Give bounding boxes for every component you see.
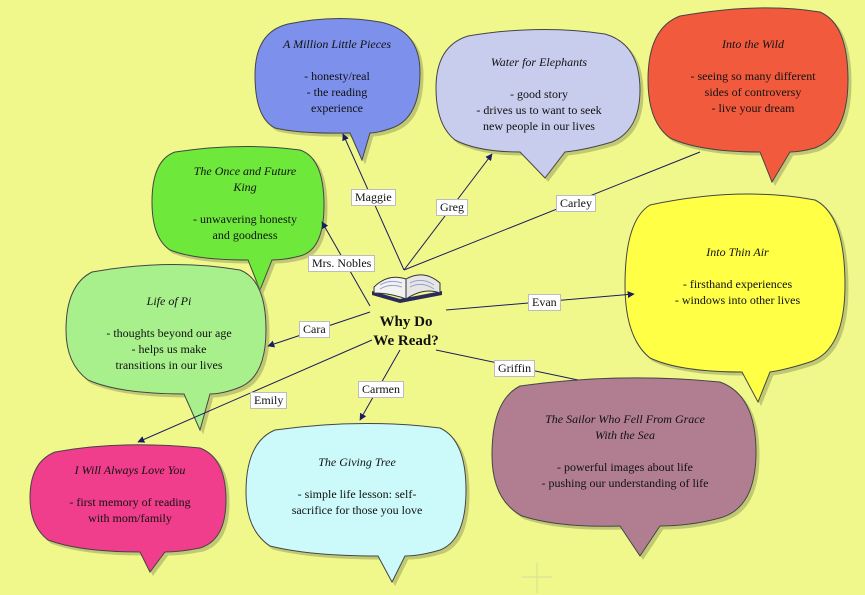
book-title: The Sailor Who Fell From Grace: [545, 412, 705, 426]
bubble-text-million: A Million Little Pieces - honesty/real -…: [262, 36, 412, 116]
center-title-line: We Read?: [373, 333, 439, 349]
reason-line: with mom/family: [88, 511, 172, 525]
book-title: A Million Little Pieces: [282, 37, 392, 51]
bubble-text-wild: Into the Wild - seeing so many different…: [658, 36, 848, 116]
reason-line: transitions in our lives: [115, 358, 223, 372]
reason-line: - seeing so many different: [690, 69, 816, 83]
book-title: Life of Pi: [146, 294, 192, 308]
reason-line: - windows into other lives: [674, 293, 801, 307]
book-title: The Once and Future: [193, 164, 297, 178]
bubble-text-sailor: The Sailor Who Fell From Grace With the …: [500, 411, 750, 491]
reason-line: sacrifice for those you love: [291, 503, 423, 517]
bubble-into-thin-air: [624, 193, 846, 404]
reason-line: experience: [311, 101, 363, 115]
book-title: Into the Wild: [722, 37, 784, 51]
book-title: With the Sea: [595, 428, 655, 442]
label-carley: Carley: [556, 195, 596, 212]
bubble-text-tree: The Giving Tree - simple life lesson: se…: [262, 454, 452, 518]
bubble-text-love: I Will Always Love You - first memory of…: [40, 462, 220, 526]
reason-line: sides of controversy: [704, 85, 802, 99]
bubble-text-pi: Life of Pi - thoughts beyond our age - h…: [74, 293, 264, 373]
reason-line: - drives us to want to seek: [476, 103, 602, 117]
bubble-once-and-future-king: [151, 145, 325, 292]
reason-line: - firsthand experiences: [682, 277, 793, 291]
label-emily: Emily: [250, 392, 288, 409]
reason-line: - simple life lesson: self-: [297, 487, 417, 501]
label-carmen: Carmen: [358, 381, 404, 398]
reason-line: - thoughts beyond our age: [106, 326, 232, 340]
reason-line: - honesty/real: [304, 69, 370, 83]
reason-line: - unwavering honesty: [193, 212, 297, 226]
crosshair-icon: [522, 563, 552, 593]
bubble-a-million-little-pieces: [254, 17, 421, 162]
bubble-text-king: The Once and Future King - unwavering ho…: [160, 163, 330, 243]
bubble-text-thinair: Into Thin Air - firsthand experiences - …: [640, 244, 835, 308]
book-title: Into Thin Air: [706, 245, 769, 259]
book-title: I Will Always Love You: [74, 463, 186, 477]
reason-line: new people in our lives: [483, 119, 595, 133]
reason-line: - first memory of reading: [69, 495, 191, 509]
reason-line: and goodness: [212, 228, 278, 242]
connector-carley: [403, 151, 701, 271]
bubble-life-of-pi: [65, 263, 267, 432]
bubble-into-the-wild: [647, 7, 849, 184]
label-evan: Evan: [528, 294, 561, 311]
book-title: The Giving Tree: [318, 455, 396, 469]
connector-emily: [137, 339, 373, 443]
book-title: Water for Elephants: [490, 55, 588, 69]
bubble-water-for-elephants: [435, 28, 641, 179]
label-griffin: Griffin: [494, 360, 536, 377]
reason-line: - the reading: [306, 85, 368, 99]
reason-line: - live your dream: [711, 101, 795, 115]
open-book-icon: [372, 274, 442, 303]
reason-line: - good story: [510, 87, 568, 101]
bubble-sailor-who-fell-from-grace: [491, 377, 757, 557]
reason-line: - powerful images about life: [557, 460, 693, 474]
label-maggie: Maggie: [351, 189, 396, 206]
reason-line: - helps us make: [131, 342, 207, 356]
label-greg: Greg: [436, 199, 468, 216]
center-topic: Why Do We Read?: [360, 313, 452, 351]
label-mrs-nobles: Mrs. Nobles: [308, 255, 376, 272]
bubble-text-elephants: Water for Elephants - good story - drive…: [444, 54, 634, 134]
reason-line: - pushing our understanding of life: [541, 476, 709, 490]
center-title-line: Why Do: [379, 314, 433, 330]
bubble-i-will-always-love-you: [29, 444, 227, 573]
label-cara: Cara: [299, 321, 330, 338]
bubble-the-giving-tree: [245, 422, 467, 584]
book-title: King: [233, 180, 257, 194]
